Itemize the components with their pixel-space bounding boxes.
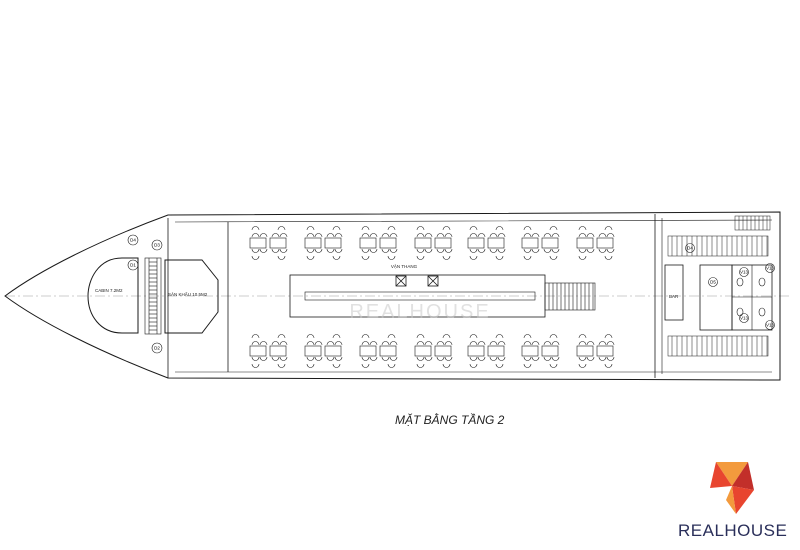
svg-text:D3: D3 (154, 243, 160, 248)
cabin-outline (87, 257, 139, 334)
watermark: REALHOUSE (349, 301, 490, 323)
drawing-title: MẶT BẰNG TẦNG 2 (395, 413, 505, 427)
door-tag: D4 (685, 243, 695, 253)
door-tag: D4 (127, 234, 139, 246)
svg-text:D4: D4 (130, 238, 136, 243)
table-group (521, 226, 560, 260)
table-group (414, 334, 453, 368)
door-tag: D2 (151, 342, 163, 354)
stage-outline (164, 259, 219, 334)
bow-stair (144, 257, 162, 335)
aft-section (654, 214, 773, 378)
svg-text:V13: V13 (766, 323, 775, 328)
svg-text:D5: D5 (710, 280, 716, 285)
table-group (467, 334, 506, 368)
door-tag: D5 (708, 277, 718, 287)
table-group (249, 226, 288, 260)
table-group (304, 334, 343, 368)
door-tag: D3 (151, 239, 163, 251)
table-group (359, 226, 398, 260)
table-group (359, 334, 398, 368)
svg-text:D1: D1 (130, 263, 136, 268)
table-group (576, 226, 615, 260)
table-group (304, 226, 343, 260)
elevator-shaft (427, 275, 439, 287)
table-group (414, 226, 453, 260)
svg-text:D4: D4 (687, 246, 693, 251)
forward-bulkhead (167, 218, 229, 378)
elevator-label: VẬN THANG (391, 263, 418, 269)
door-tag: V13 (739, 267, 749, 277)
svg-text:V13: V13 (740, 316, 749, 321)
elevator-shaft (395, 275, 407, 287)
realhouse-logo-icon (710, 462, 754, 514)
cabin-label: CABIN 7.2M2 (95, 288, 123, 293)
door-tag: V13 (765, 263, 775, 273)
hull-outline (4, 211, 781, 381)
door-tag: D1 (127, 259, 139, 271)
svg-text:D2: D2 (154, 346, 160, 351)
table-group (467, 226, 506, 260)
door-tag: V13 (765, 320, 775, 330)
door-tags: D4 D3 D1 D2 D4 D5 V13 V13 V13 V13 (127, 234, 775, 354)
dining-tables (249, 226, 615, 368)
aft-stairs (667, 215, 771, 357)
bar-label: BAR (669, 294, 679, 299)
svg-text:V13: V13 (766, 266, 775, 271)
door-tag: V13 (739, 313, 749, 323)
table-group (249, 334, 288, 368)
stage-label: SÂN KHẤU 10.5M2 (168, 291, 208, 297)
toilet-fixtures (736, 277, 766, 317)
table-group (576, 334, 615, 368)
svg-text:V13: V13 (740, 270, 749, 275)
central-stair (544, 282, 596, 311)
hull-inner-line (174, 219, 773, 373)
table-group (521, 334, 560, 368)
brand-name: REALHOUSE (678, 521, 788, 540)
